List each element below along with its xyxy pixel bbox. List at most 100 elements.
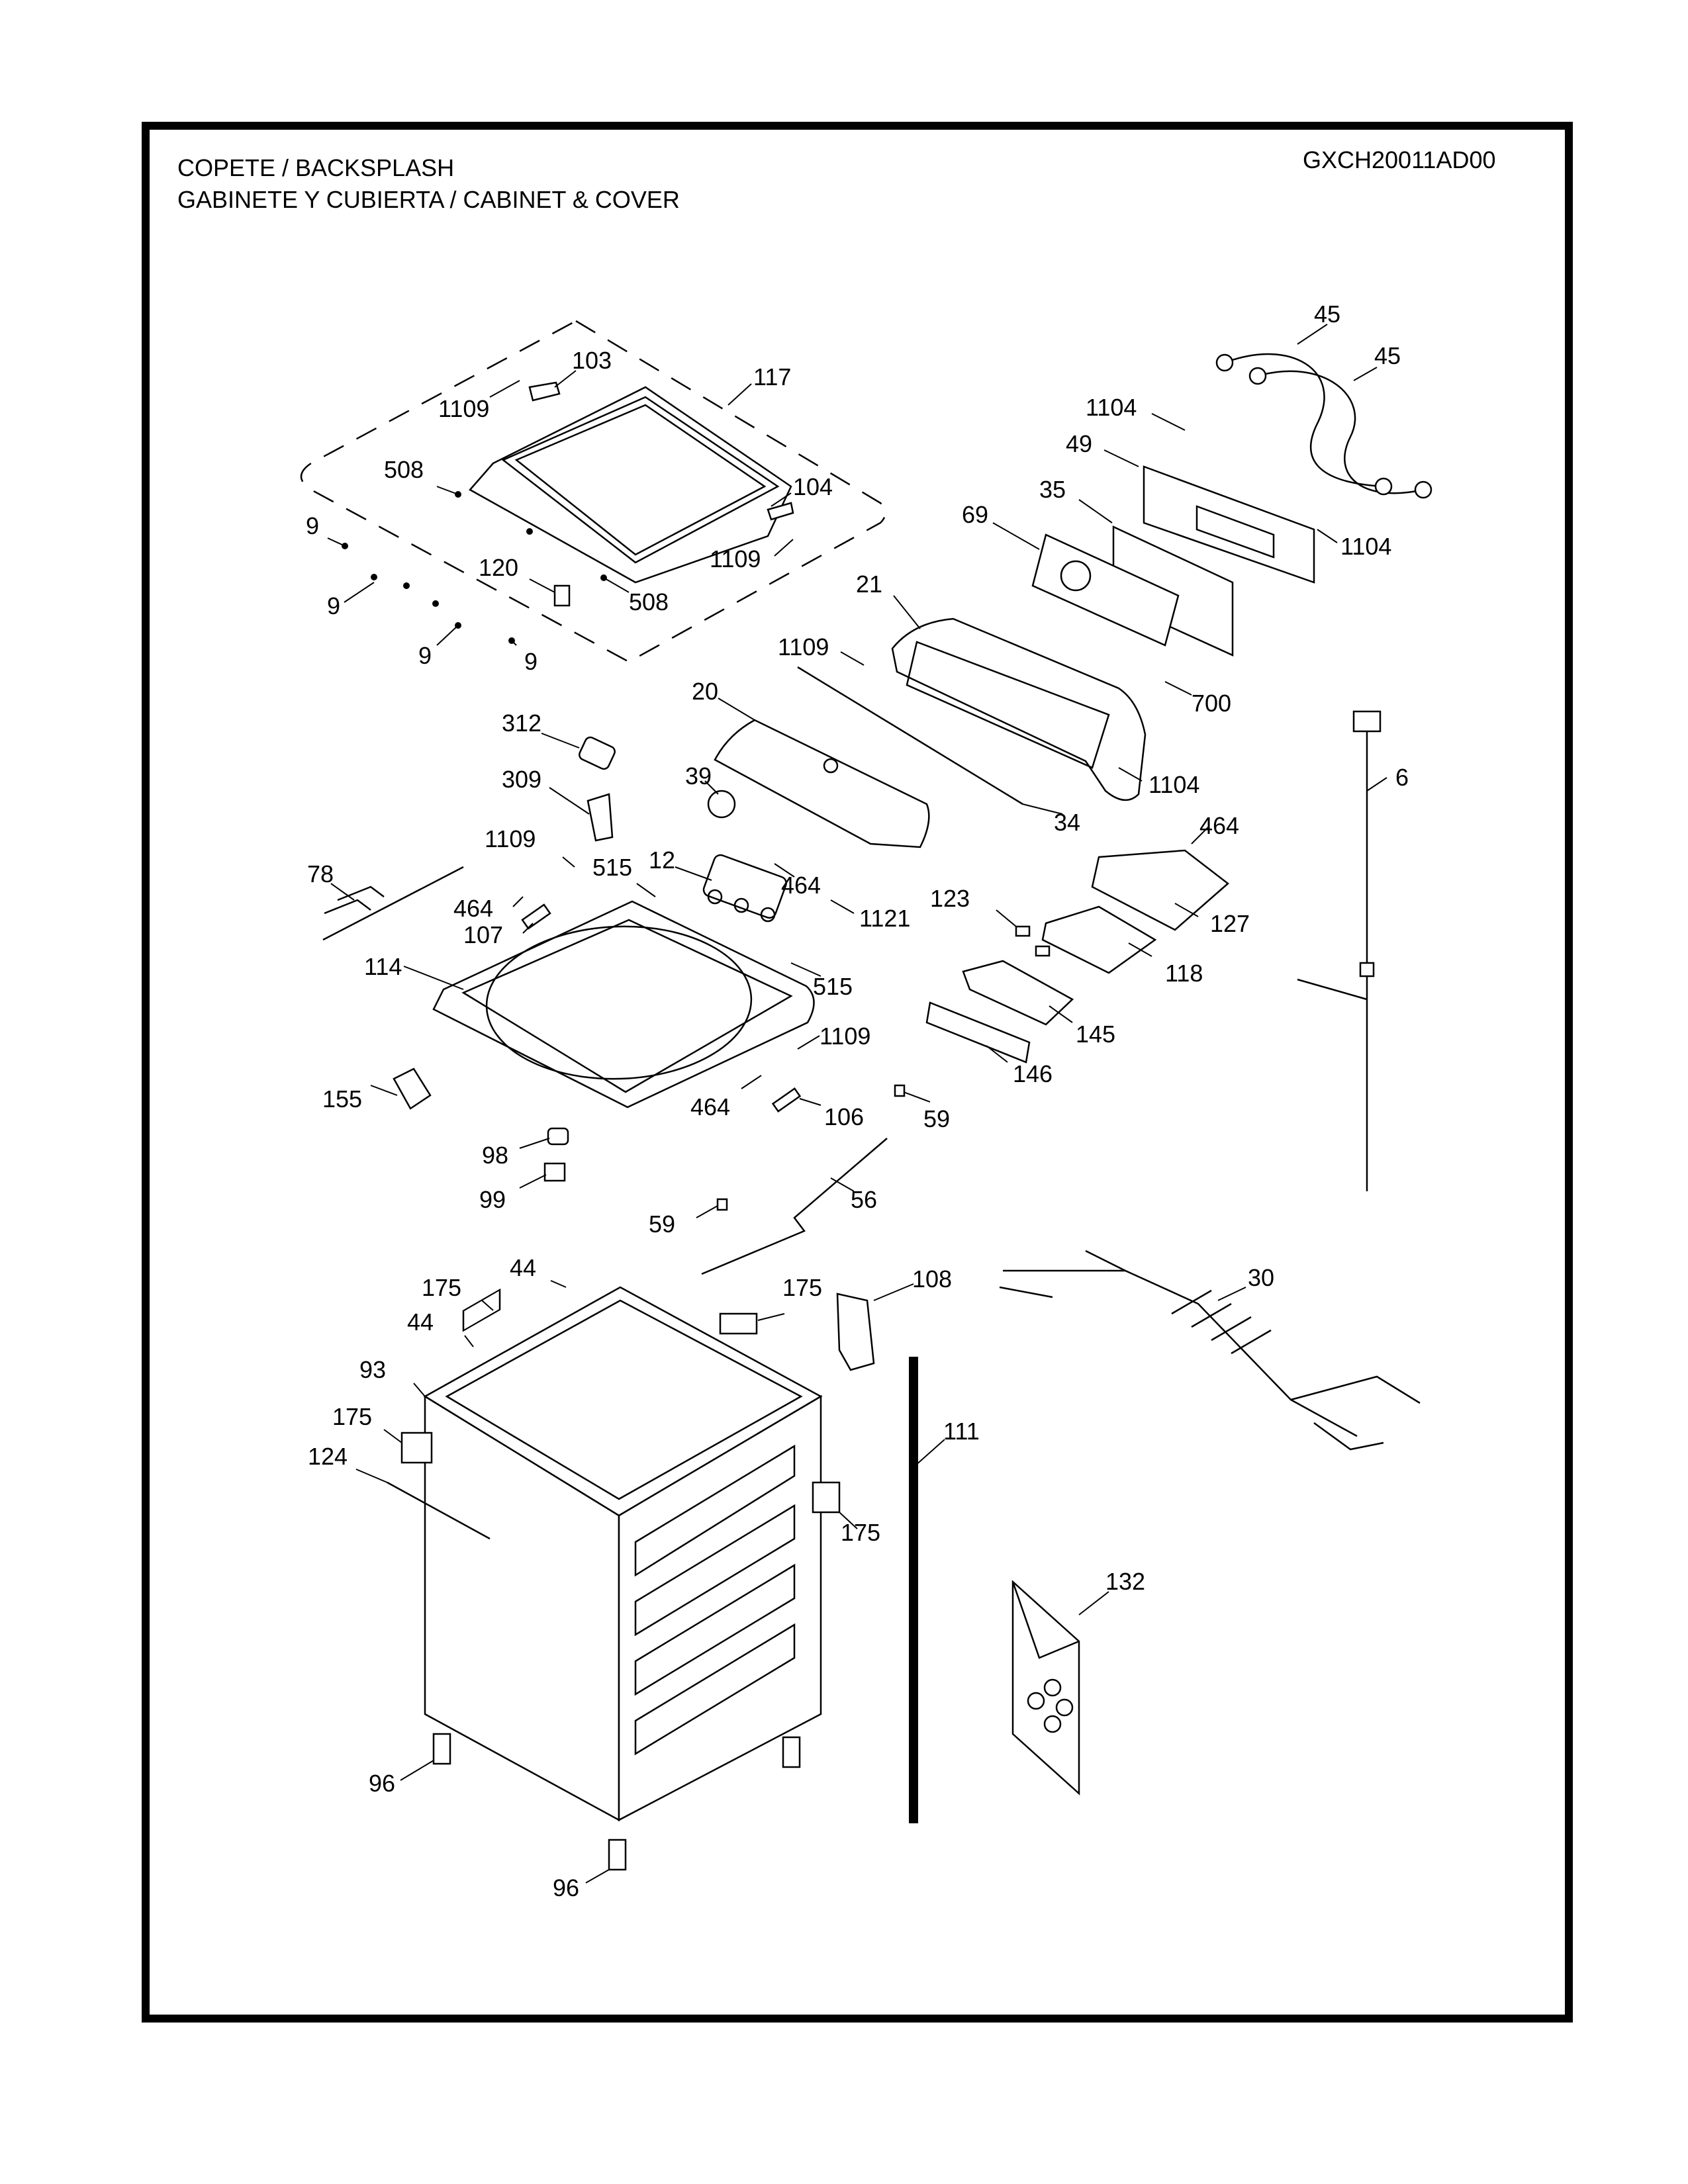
part-106-actuator[interactable] bbox=[771, 1087, 802, 1113]
screw bbox=[526, 528, 533, 535]
part-93-cabinet[interactable] bbox=[423, 1286, 823, 1822]
part-175-label[interactable] bbox=[719, 1312, 758, 1335]
part-56-pressure-hose[interactable] bbox=[701, 1138, 888, 1275]
callout-99: 99 bbox=[479, 1186, 506, 1213]
part-78-wire-harness[interactable] bbox=[322, 866, 464, 941]
part-96-leveling-foot[interactable] bbox=[608, 1839, 627, 1871]
callout-127: 127 bbox=[1210, 910, 1250, 937]
callout-508: 508 bbox=[384, 456, 424, 483]
callout-98: 98 bbox=[482, 1142, 508, 1169]
part-99-switch[interactable] bbox=[543, 1162, 566, 1182]
callout-20: 20 bbox=[692, 678, 718, 705]
part-34-trim-strip[interactable] bbox=[797, 666, 1023, 805]
callout-515: 515 bbox=[592, 854, 632, 881]
callout-146: 146 bbox=[1013, 1060, 1053, 1087]
callout-30: 30 bbox=[1248, 1264, 1274, 1291]
callout-175: 175 bbox=[422, 1274, 461, 1301]
callout-1104: 1104 bbox=[1340, 533, 1391, 560]
callout-104: 104 bbox=[793, 473, 833, 500]
diagram-code: GXCH20011AD00 bbox=[1303, 146, 1496, 173]
part-118-dispenser-drawer[interactable] bbox=[1041, 905, 1157, 974]
callout-464: 464 bbox=[453, 895, 493, 922]
callout-1109: 1109 bbox=[485, 825, 536, 852]
part-123-cap[interactable] bbox=[1015, 925, 1051, 957]
part-12-water-valve[interactable] bbox=[702, 853, 788, 923]
callout-96: 96 bbox=[553, 1874, 579, 1901]
callout-78: 78 bbox=[307, 860, 334, 887]
callout-106: 106 bbox=[824, 1103, 864, 1130]
part-107-connector[interactable] bbox=[521, 903, 551, 930]
part-69-control-board[interactable] bbox=[1031, 533, 1180, 647]
callout-44: 44 bbox=[510, 1254, 536, 1281]
callout-515: 515 bbox=[813, 973, 853, 1000]
part-96-leveling-foot[interactable] bbox=[432, 1733, 451, 1765]
callout-118: 118 bbox=[1165, 960, 1203, 987]
callout-312: 312 bbox=[502, 709, 541, 737]
part-104-hinge[interactable] bbox=[767, 502, 794, 521]
part-175-label[interactable] bbox=[462, 1288, 501, 1332]
callout-45: 45 bbox=[1374, 342, 1401, 369]
leader-lines bbox=[327, 324, 1387, 1884]
part-117-lid[interactable] bbox=[469, 386, 792, 584]
title-cabinet-cover: GABINETE Y CUBIERTA / CABINET & COVER bbox=[177, 186, 680, 213]
part-309-bracket[interactable] bbox=[586, 793, 614, 842]
part-39-knob[interactable] bbox=[707, 790, 736, 819]
part-146-dispenser-front[interactable] bbox=[925, 1001, 1031, 1064]
callout-700: 700 bbox=[1192, 690, 1231, 717]
part-312-capacitor[interactable] bbox=[578, 736, 617, 771]
part-49-back-panel[interactable] bbox=[1143, 465, 1315, 584]
part-127-dispenser-housing[interactable] bbox=[1091, 849, 1229, 931]
part-6-power-cord[interactable] bbox=[1297, 710, 1382, 1191]
title-backsplash: COPETE / BACKSPLASH bbox=[177, 154, 455, 181]
part-132-literature-kit[interactable] bbox=[1011, 1580, 1080, 1796]
callout-1109: 1109 bbox=[820, 1023, 870, 1050]
part-59-clip[interactable] bbox=[716, 1198, 728, 1211]
callout-1109: 1109 bbox=[778, 633, 829, 660]
part-120-lock[interactable] bbox=[553, 584, 571, 607]
callout-1121: 1121 bbox=[859, 905, 910, 932]
callout-155: 155 bbox=[322, 1085, 362, 1113]
callout-1104: 1104 bbox=[1086, 394, 1137, 421]
callout-111: 111 bbox=[943, 1418, 980, 1445]
callout-49: 49 bbox=[1066, 430, 1092, 457]
part-20-control-panel[interactable] bbox=[714, 719, 930, 848]
lid-assembly-boundary bbox=[300, 320, 886, 663]
bumper-9 bbox=[432, 600, 439, 607]
callout-103: 103 bbox=[572, 347, 612, 374]
callout-464: 464 bbox=[690, 1093, 730, 1120]
callout-93: 93 bbox=[359, 1356, 386, 1383]
callout-1109: 1109 bbox=[438, 395, 489, 422]
callout-34: 34 bbox=[1054, 809, 1080, 836]
diagram-frame bbox=[142, 122, 1573, 2023]
part-45-inlet-hoses[interactable] bbox=[1215, 353, 1432, 499]
part-108-pump-cover[interactable] bbox=[836, 1293, 875, 1371]
part-155-bleach-dispenser[interactable] bbox=[393, 1068, 432, 1110]
part-103-hinge[interactable] bbox=[528, 381, 561, 402]
part-175-label[interactable] bbox=[400, 1432, 433, 1464]
callout-9: 9 bbox=[306, 512, 319, 539]
part-114-top-cover[interactable] bbox=[432, 900, 815, 1109]
callout-69: 69 bbox=[962, 501, 988, 528]
callout-1104: 1104 bbox=[1149, 771, 1199, 798]
callout-175: 175 bbox=[841, 1519, 880, 1546]
callout-175: 175 bbox=[782, 1274, 822, 1301]
part-145-dispenser-tray[interactable] bbox=[962, 960, 1074, 1026]
callout-123: 123 bbox=[930, 885, 970, 912]
callout-145: 145 bbox=[1076, 1021, 1115, 1048]
callout-9: 9 bbox=[327, 592, 340, 619]
part-175-label[interactable] bbox=[812, 1481, 841, 1514]
callout-508: 508 bbox=[629, 588, 669, 615]
callout-labels: 103 117 1109 508 104 1109 9 9 120 508 9 … bbox=[306, 300, 1409, 1901]
part-30-main-harness[interactable] bbox=[999, 1250, 1421, 1451]
callout-35: 35 bbox=[1039, 476, 1066, 503]
callout-120: 120 bbox=[479, 554, 518, 581]
part-59-clip[interactable] bbox=[894, 1084, 906, 1097]
callout-1109: 1109 bbox=[710, 545, 761, 572]
part-96-leveling-foot[interactable] bbox=[782, 1736, 801, 1768]
part-124-rail[interactable] bbox=[387, 1481, 491, 1540]
callout-9: 9 bbox=[418, 642, 432, 669]
part-98-switch-cover[interactable] bbox=[547, 1127, 569, 1146]
callout-21: 21 bbox=[856, 570, 882, 598]
part-21-backsplash[interactable] bbox=[891, 617, 1147, 801]
